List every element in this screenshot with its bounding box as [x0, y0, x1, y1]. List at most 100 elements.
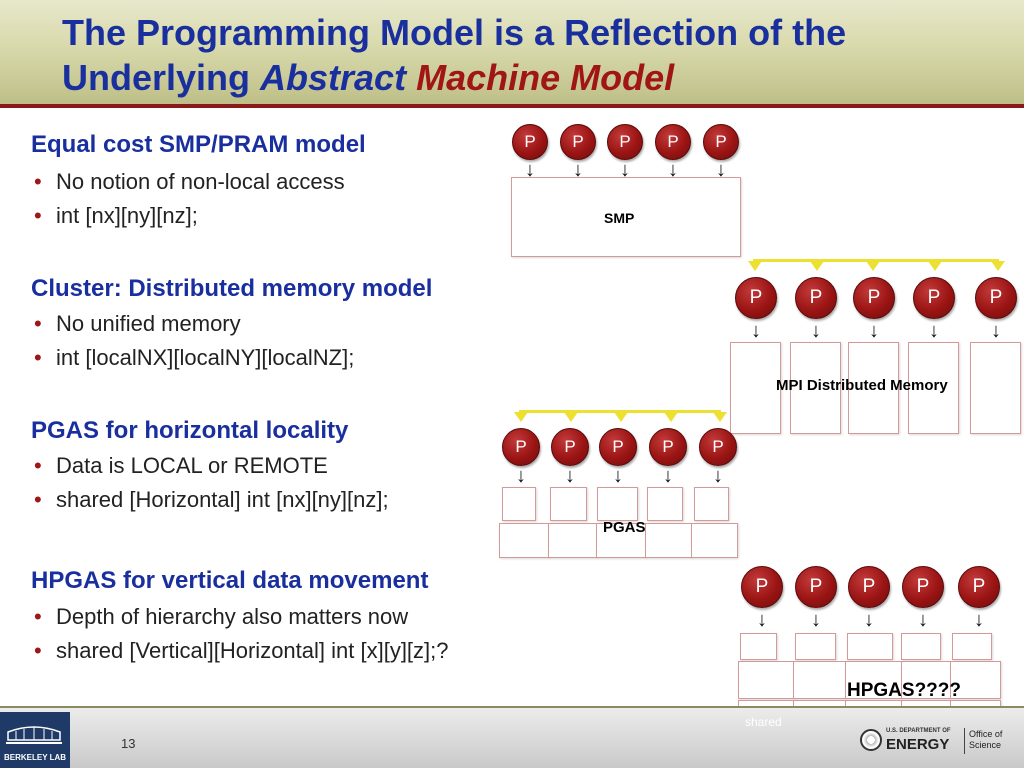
doe-department-text: U.S. DEPARTMENT OF: [886, 728, 951, 734]
smp-label: SMP: [604, 210, 635, 226]
heading-pgas: PGAS for horizontal locality: [31, 417, 349, 444]
arrow-down-icon: ↓: [991, 320, 1001, 342]
bullet-item: •No unified memory: [34, 311, 241, 336]
arrow-down-icon: ↓: [516, 465, 526, 487]
arrow-down-icon: ↓: [869, 320, 879, 342]
bullet-dot-icon: •: [34, 203, 42, 228]
local-memory-box: [970, 342, 1021, 434]
arrow-down-icon: ↓: [751, 320, 761, 342]
arrow-down-icon: ↓: [613, 465, 623, 487]
arrow-down-icon: ↓: [811, 609, 821, 631]
connector-marker: [866, 261, 880, 271]
office-of-science-text: Office of Science: [969, 729, 1003, 750]
title-divider: [0, 104, 1024, 108]
connector-marker: [664, 412, 678, 422]
processor-node: P: [502, 428, 540, 466]
local-memory-box: [740, 633, 777, 660]
processor-node: P: [795, 277, 837, 319]
title-band: [0, 0, 1024, 106]
bullet-item: •Data is LOCAL or REMOTE: [34, 453, 328, 478]
shared-memory-box: [499, 523, 549, 558]
processor-node: P: [975, 277, 1017, 319]
interconnect-bar: [519, 410, 721, 413]
local-memory-box: [901, 633, 941, 660]
heading-smp: Equal cost SMP/PRAM model: [31, 131, 366, 158]
bullet-dot-icon: •: [34, 487, 42, 512]
doe-energy-text: ENERGY: [886, 736, 950, 753]
connector-marker: [614, 412, 628, 422]
title-line1: The Programming Model is a Reflection of…: [62, 12, 847, 53]
processor-node: P: [735, 277, 777, 319]
shared-label: shared: [745, 715, 782, 729]
arrow-down-icon: ↓: [864, 609, 874, 631]
connector-marker: [810, 261, 824, 271]
footer-divider: [0, 706, 1024, 709]
bullet-item: •shared [Horizontal] int [nx][ny][nz];: [34, 487, 389, 512]
processor-node: P: [848, 566, 890, 608]
processor-node: P: [913, 277, 955, 319]
local-memory-box: [908, 342, 959, 434]
local-memory-box: [848, 342, 899, 434]
processor-node: P: [699, 428, 737, 466]
processor-node: P: [551, 428, 589, 466]
arrow-down-icon: ↓: [713, 465, 723, 487]
shared-memory-box: [738, 661, 794, 699]
bullet-item: •shared [Vertical][Horizontal] int [x][y…: [34, 638, 449, 663]
shared-memory-box: [548, 523, 597, 558]
berkeley-lab-logo: BERKELEY LAB: [0, 712, 70, 768]
shared-memory-box: [901, 661, 951, 699]
processor-node: P: [560, 124, 596, 160]
bullet-dot-icon: •: [34, 453, 42, 478]
bullet-item: •int [localNX][localNY][localNZ];: [34, 345, 355, 370]
connector-marker: [514, 412, 528, 422]
processor-node: P: [599, 428, 637, 466]
bullet-item: •int [nx][ny][nz];: [34, 203, 198, 228]
connector-marker: [564, 412, 578, 422]
shared-memory-box: [645, 523, 692, 558]
pgas-label: PGAS: [603, 519, 646, 536]
arrow-down-icon: ↓: [811, 320, 821, 342]
arrow-down-icon: ↓: [663, 465, 673, 487]
processor-node: P: [741, 566, 783, 608]
arrow-down-icon: ↓: [716, 159, 726, 181]
bullet-dot-icon: •: [34, 169, 42, 194]
arrow-down-icon: ↓: [573, 159, 583, 181]
berkeley-lab-building-icon: [6, 726, 62, 744]
processor-node: P: [902, 566, 944, 608]
processor-node: P: [703, 124, 739, 160]
title-word-abstract: Abstract: [260, 57, 407, 98]
bullet-dot-icon: •: [34, 604, 42, 629]
bullet-item: •Depth of hierarchy also matters now: [34, 604, 409, 629]
doe-seal-icon: [860, 729, 882, 751]
local-memory-box: [597, 487, 638, 521]
local-memory-box: [790, 342, 841, 434]
connector-marker: [991, 261, 1005, 271]
heading-hpgas: HPGAS for vertical data movement: [31, 567, 429, 594]
local-memory-box: [550, 487, 587, 521]
arrow-down-icon: ↓: [668, 159, 678, 181]
slide-title: The Programming Model is a Reflection of…: [62, 10, 1002, 100]
local-memory-box: [502, 487, 536, 521]
arrow-down-icon: ↓: [525, 159, 535, 181]
arrow-down-icon: ↓: [974, 609, 984, 631]
page-number: 13: [121, 736, 136, 751]
arrow-down-icon: ↓: [757, 609, 767, 631]
lab-name: BERKELEY LAB: [4, 753, 67, 762]
shared-memory-box: [793, 661, 846, 699]
processor-node: P: [958, 566, 1000, 608]
local-memory-box: [730, 342, 781, 434]
logo-separator: [964, 728, 965, 754]
bullet-dot-icon: •: [34, 638, 42, 663]
hpgas-label: HPGAS????: [847, 680, 961, 701]
shared-memory-box: [950, 661, 1001, 699]
arrow-down-icon: ↓: [929, 320, 939, 342]
processor-node: P: [795, 566, 837, 608]
connector-marker: [713, 412, 727, 422]
shared-memory-box: [596, 523, 646, 558]
processor-node: P: [607, 124, 643, 160]
arrow-down-icon: ↓: [620, 159, 630, 181]
footer-band: [0, 708, 1024, 768]
bullet-dot-icon: •: [34, 345, 42, 370]
local-memory-box: [952, 633, 992, 660]
mpi-label: MPI Distributed Memory: [776, 377, 948, 394]
